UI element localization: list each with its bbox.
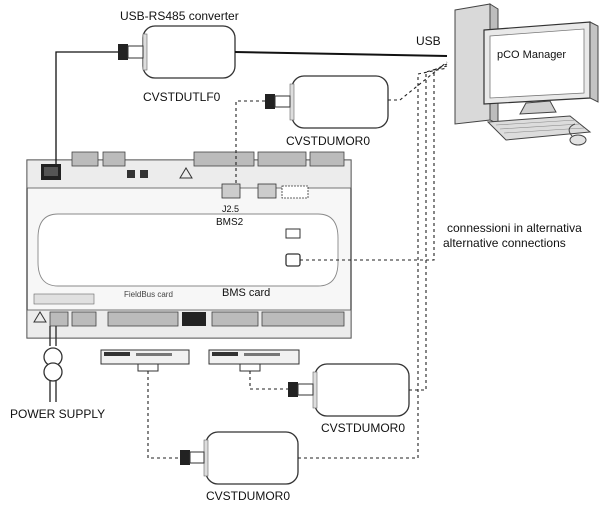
module-top xyxy=(265,75,389,129)
wires-solid xyxy=(55,51,448,164)
pc-label: pCO Manager xyxy=(497,49,566,61)
module-right xyxy=(288,363,410,417)
wires-dashed xyxy=(147,61,448,459)
fieldbus-card xyxy=(100,349,190,372)
module-right-code: CVSTDUMOR0 xyxy=(321,421,405,435)
controller xyxy=(26,151,352,339)
module-bottom xyxy=(180,431,299,485)
alt-connections-it: connessioni in alternativa xyxy=(447,221,582,235)
usb-label: USB xyxy=(416,34,441,48)
bms-card xyxy=(208,349,300,372)
converter-title: USB-RS485 converter xyxy=(120,9,239,23)
converter-code: CVSTDUTLF0 xyxy=(143,90,221,104)
alt-connections-en: alternative connections xyxy=(443,236,566,250)
usb-rs485-converter xyxy=(118,25,236,79)
bms-card-label: BMS card xyxy=(222,287,270,299)
power-supply-label: POWER SUPPLY xyxy=(10,407,105,421)
module-bottom-code: CVSTDUMOR0 xyxy=(206,489,290,503)
bms2-label: BMS2 xyxy=(216,217,244,228)
fieldbus-card-label: FieldBus card xyxy=(124,290,173,299)
power-supply-icon xyxy=(43,326,63,402)
module-top-code: CVSTDUMOR0 xyxy=(286,134,370,148)
bms2-pins: J2.5 xyxy=(222,204,239,214)
pc-icon xyxy=(454,3,599,146)
